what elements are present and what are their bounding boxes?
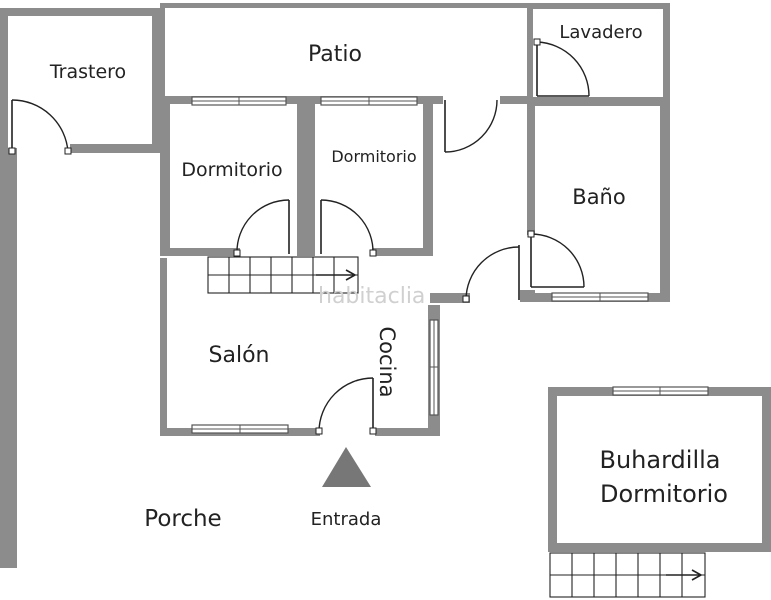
- label-dormitorio-2: Dormitorio: [331, 147, 416, 166]
- wall-salon-left: [160, 258, 167, 436]
- wall-trastero-right: [152, 8, 160, 153]
- wall-lavadero-top: [527, 3, 670, 9]
- door-bano: [527, 230, 585, 288]
- door-entrada: [315, 377, 377, 435]
- wall-lavadero-bottom: [527, 97, 670, 106]
- label-bano: Baño: [572, 185, 625, 209]
- wall-dorm1-right: [297, 96, 315, 256]
- label-buhardilla-line2: Dormitorio: [600, 480, 728, 508]
- door-hall: [462, 245, 520, 303]
- wall-bano-right: [660, 97, 670, 302]
- wall-dorm1-bottom: [160, 248, 240, 256]
- stairs-main: [207, 256, 359, 294]
- watermark: habitaclia: [318, 284, 425, 309]
- wall-bano-left-upper: [527, 97, 535, 235]
- wall-patio-bottom-right: [500, 96, 533, 104]
- window-salon: [191, 424, 289, 434]
- window-cocina: [429, 319, 439, 416]
- entrance-arrow-icon: [322, 447, 371, 487]
- wall-buhardilla-left: [548, 387, 557, 552]
- label-lavadero: Lavadero: [559, 22, 642, 43]
- window-dorm1: [191, 96, 287, 106]
- window-bano: [551, 292, 649, 302]
- stairs-buhardilla: [549, 552, 706, 598]
- label-patio: Patio: [308, 42, 362, 67]
- wall-dorm2-bottom: [372, 248, 430, 256]
- label-salon: Salón: [209, 343, 270, 368]
- label-porche: Porche: [144, 506, 221, 532]
- wall-trastero-left: [0, 8, 8, 148]
- wall-patio-right: [527, 3, 533, 103]
- doors: [8, 38, 590, 435]
- label-trastero: Trastero: [49, 61, 126, 83]
- wall-dorm1-left: [160, 96, 170, 256]
- wall-patio-top: [160, 3, 535, 8]
- wall-salon-bottom-right: [375, 428, 440, 436]
- wall-hall-stub: [440, 293, 460, 302]
- wall-trastero-bottom: [70, 144, 160, 153]
- door-dorm1: [233, 199, 290, 257]
- door-trastero: [8, 99, 72, 155]
- door-patio-hall: [444, 99, 498, 153]
- label-buhardilla-line1: Buhardilla: [600, 446, 721, 474]
- wall-buhardilla-bottom: [548, 543, 771, 552]
- label-entrada: Entrada: [311, 509, 382, 530]
- label-cocina: Cocina: [375, 326, 399, 397]
- wall-lavadero-right: [663, 3, 670, 106]
- wall-porche-left: [0, 148, 17, 568]
- wall-buhardilla-right: [762, 387, 771, 552]
- door-dorm2: [320, 199, 377, 257]
- wall-dorm2-right: [423, 96, 433, 256]
- windows: [191, 96, 709, 434]
- wall-trastero-top: [0, 8, 160, 16]
- window-buhardilla: [612, 386, 709, 396]
- window-dorm2: [320, 96, 418, 106]
- door-lavadero: [533, 38, 590, 97]
- label-dormitorio-1: Dormitorio: [181, 159, 282, 181]
- wall-patio-left: [160, 3, 165, 103]
